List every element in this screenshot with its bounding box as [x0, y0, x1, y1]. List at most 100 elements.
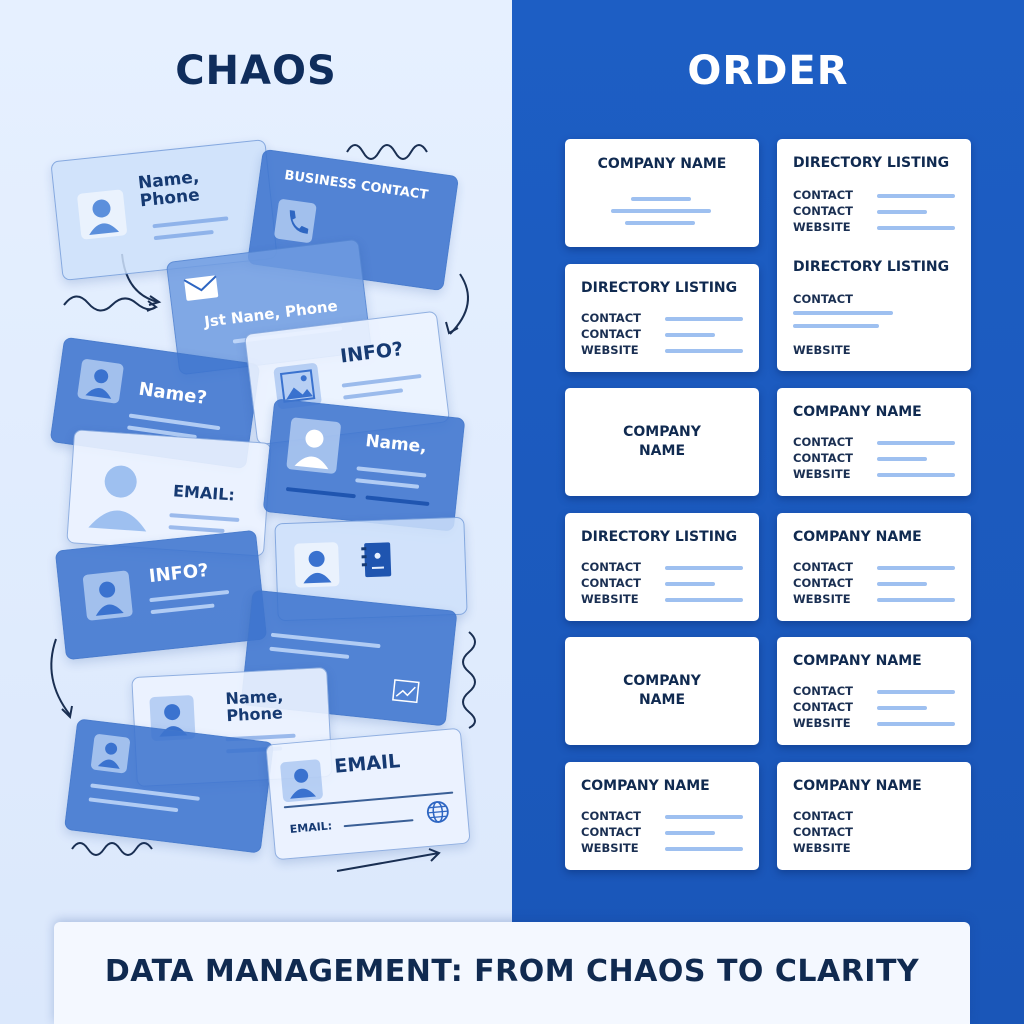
person-avatar-icon — [279, 759, 324, 803]
directory-card: COMPANY NAME CONTACT CONTACT WEBSITE — [777, 637, 971, 745]
text-line — [877, 210, 927, 214]
website-label: WEBSITE — [793, 592, 851, 606]
text-line — [665, 349, 743, 353]
person-avatar-icon — [82, 453, 157, 534]
contact-label: CONTACT — [581, 825, 641, 839]
contact-card: BUSINESS CONTACT — [246, 148, 460, 292]
directory-card-title: COMPANY NAME — [581, 778, 710, 794]
contact-card: Jst Nane, Phone — [165, 238, 373, 376]
card-text: Name, — [364, 431, 428, 458]
text-line — [665, 815, 743, 819]
email-icon — [181, 271, 222, 305]
text-line — [665, 598, 743, 602]
text-line — [152, 216, 229, 229]
footer-title: DATA MANAGEMENT: FROM CHAOS TO CLARITY — [104, 954, 920, 989]
contact-card: EMAIL EMAIL: — [265, 727, 471, 861]
person-avatar-icon — [286, 417, 342, 475]
chaos-title: CHAOS — [175, 48, 337, 94]
curved-arrow-icon — [50, 638, 73, 720]
contact-card: INFO? — [54, 529, 268, 661]
card-text: Name? — [137, 378, 209, 410]
text-line — [149, 589, 230, 603]
contact-card — [274, 516, 468, 622]
order-title: ORDER — [687, 48, 849, 94]
text-line — [877, 226, 955, 230]
directory-card: COMPANY NAME CONTACT CONTACT WEBSITE — [777, 762, 971, 870]
website-label: WEBSITE — [581, 343, 639, 357]
text-line — [343, 388, 404, 400]
person-avatar-icon — [76, 189, 128, 240]
website-label: WEBSITE — [793, 343, 851, 357]
curved-arrow-icon — [445, 273, 469, 335]
website-label: WEBSITE — [793, 467, 851, 481]
globe-icon — [424, 798, 452, 826]
website-label: WEBSITE — [581, 592, 639, 606]
text-line — [665, 831, 715, 835]
chart-icon — [391, 678, 421, 705]
website-label: WEBSITE — [581, 841, 639, 855]
text-line — [665, 317, 743, 321]
directory-card: DIRECTORY LISTING CONTACT CONTACT WEBSIT… — [565, 264, 759, 372]
arrow-icon — [336, 848, 441, 872]
text-line — [285, 486, 356, 499]
contact-label: CONTACT — [793, 825, 853, 839]
contact-label: CONTACT — [793, 809, 853, 823]
contact-card: Name, — [262, 398, 466, 532]
card-text: Name, Phone — [137, 167, 201, 212]
website-label: WEBSITE — [793, 841, 851, 855]
notebook-icon — [358, 538, 400, 583]
person-avatar-icon — [90, 733, 131, 774]
directory-card: COMPANY NAME — [565, 637, 759, 745]
text-line — [153, 229, 214, 241]
card-text: BUSINESS CONTACT — [283, 168, 430, 204]
directory-card-title: DIRECTORY LISTING — [793, 259, 950, 275]
contact-label: CONTACT — [581, 576, 641, 590]
directory-card-title: DIRECTORY LISTING — [793, 155, 950, 171]
directory-card-title: COMPANY NAME — [793, 778, 922, 794]
text-line — [90, 783, 200, 801]
website-label: WEBSITE — [793, 716, 851, 730]
text-line — [877, 566, 955, 570]
person-avatar-icon — [76, 358, 125, 404]
contact-label: CONTACT — [793, 684, 853, 698]
card-text: INFO? — [147, 559, 210, 588]
directory-card-title: COMPANY NAME — [793, 529, 922, 545]
directory-card-title: DIRECTORY LISTING — [581, 280, 738, 296]
person-avatar-icon — [82, 570, 134, 621]
text-line — [877, 582, 927, 586]
text-line — [877, 598, 955, 602]
text-line — [877, 706, 927, 710]
directory-card: COMPANY NAME CONTACT CONTACT WEBSITE — [565, 762, 759, 870]
text-line — [611, 209, 711, 213]
directory-card-title: COMPANY NAME — [793, 653, 922, 669]
contact-label: CONTACT — [793, 560, 853, 574]
contact-card — [63, 718, 275, 854]
text-line — [877, 722, 955, 726]
text-line — [793, 324, 879, 328]
text-line — [270, 632, 381, 649]
card-text: EMAIL: — [289, 819, 333, 836]
person-avatar-icon — [294, 542, 340, 588]
contact-label: CONTACT — [581, 809, 641, 823]
contact-card: INFO? — [243, 310, 451, 446]
contact-label: CONTACT — [793, 576, 853, 590]
contact-card: EMAIL: — [66, 429, 272, 557]
text-line — [665, 566, 743, 570]
directory-card: COMPANY NAME CONTACT CONTACT WEBSITE — [777, 388, 971, 496]
text-line — [150, 603, 215, 615]
contact-label: CONTACT — [581, 327, 641, 341]
contact-label: CONTACT — [581, 311, 641, 325]
directory-card: COMPANY NAME — [565, 139, 759, 247]
contact-card: Name, Phone — [50, 139, 278, 281]
text-line — [877, 690, 955, 694]
footer-banner: DATA MANAGEMENT: FROM CHAOS TO CLARITY — [54, 922, 970, 1024]
text-line — [877, 473, 955, 477]
text-line — [665, 582, 715, 586]
text-line — [625, 221, 695, 225]
text-line — [88, 797, 179, 813]
text-line — [877, 194, 955, 198]
squiggle-decoration — [346, 144, 428, 160]
directory-card: COMPANY NAME — [565, 388, 759, 496]
phone-icon — [273, 198, 317, 244]
contact-label: CONTACT — [793, 700, 853, 714]
